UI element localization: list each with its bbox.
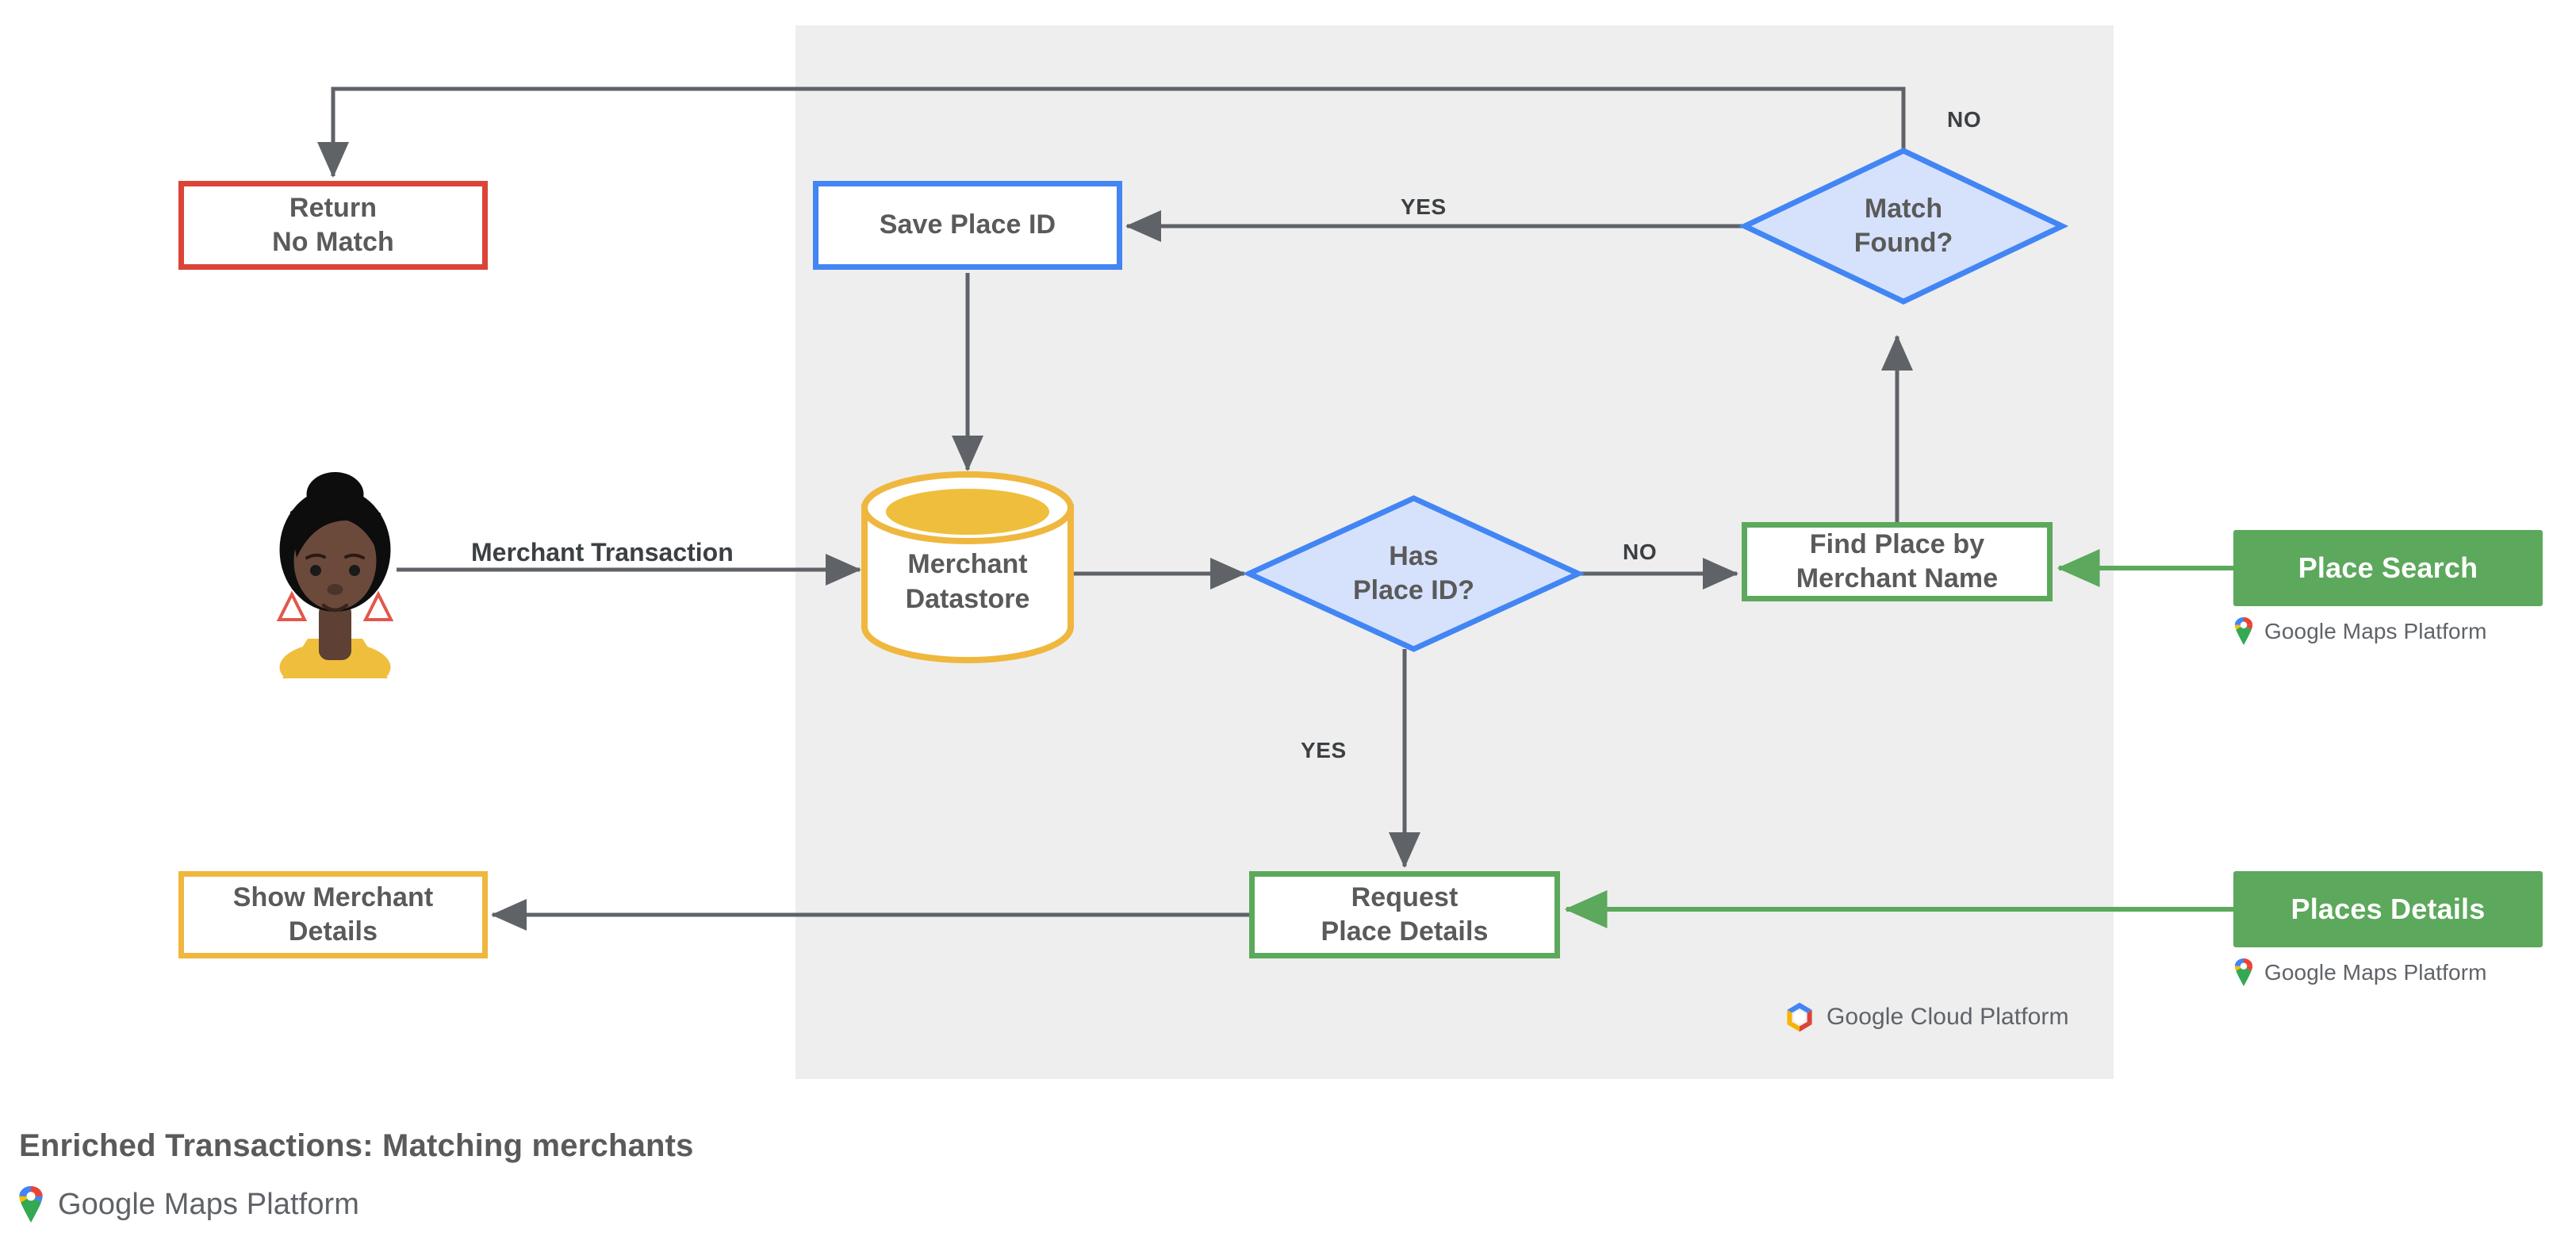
google-maps-pin-icon	[19, 1186, 43, 1223]
node-label-line: Find Place by	[1809, 528, 1985, 559]
place-search-button[interactable]: Place Search	[2233, 530, 2543, 606]
google-cloud-hexagon-icon	[1787, 1002, 1812, 1032]
has-place-id-diamond	[1242, 495, 1585, 652]
no-label-has-place-id: NO	[1623, 540, 1658, 564]
merchant-transaction-label: Merchant Transaction	[471, 538, 734, 566]
node-label-line: Save Place ID	[879, 209, 1056, 240]
google-maps-platform-text: Google Maps Platform	[2264, 618, 2487, 643]
yes-label-match-found: YES	[1401, 194, 1447, 219]
place-search-button-brand: Google Maps Platform	[2233, 617, 2487, 645]
google-maps-pin-icon	[2234, 617, 2253, 645]
match-found-diamond	[1738, 148, 2069, 305]
google-cloud-platform-logo-text: Google Cloud Platform	[1827, 1004, 2069, 1030]
google-cloud-platform-logo: Google Cloud Platform	[1782, 1000, 2069, 1035]
node-label-line: No Match	[272, 227, 394, 257]
merchant-customer-avatar	[276, 472, 394, 678]
merchant-datastore-cylinder	[861, 471, 1074, 663]
node-label-line: Place Details	[1321, 916, 1489, 947]
node-label-line: Return	[289, 192, 378, 223]
google-maps-platform-footer-logo: Google Maps Platform	[17, 1186, 359, 1223]
places-details-button-brand: Google Maps Platform	[2233, 958, 2487, 986]
find-place-by-merchant-name-label: Find Place by Merchant Name	[1796, 528, 1999, 596]
save-place-id-label: Save Place ID	[880, 208, 1056, 242]
no-label-match-found: NO	[1947, 107, 1982, 132]
google-maps-pin-icon	[2234, 958, 2253, 986]
places-details-button[interactable]: Places Details	[2233, 871, 2543, 947]
yes-label-has-place-id: YES	[1301, 738, 1347, 762]
find-place-by-merchant-name-box[interactable]: Find Place by Merchant Name	[1742, 522, 2053, 601]
node-label-line: Request	[1351, 881, 1459, 912]
node-label-line: Details	[288, 916, 378, 947]
page-title: Enriched Transactions: Matching merchant…	[19, 1128, 694, 1163]
google-maps-platform-text: Google Maps Platform	[2264, 959, 2487, 985]
save-place-id-box[interactable]: Save Place ID	[813, 181, 1122, 270]
places-details-button-label: Places Details	[2290, 893, 2486, 925]
edge-match-found-no-to-return	[317, 86, 1906, 178]
node-label-line: Merchant Name	[1796, 563, 1999, 593]
place-search-button-label: Place Search	[2298, 551, 2478, 584]
return-no-match-label: Return No Match	[272, 191, 394, 259]
node-label-line: Show Merchant	[232, 881, 434, 912]
google-maps-platform-footer-text: Google Maps Platform	[58, 1187, 360, 1221]
return-no-match-box[interactable]: Return No Match	[178, 181, 488, 270]
